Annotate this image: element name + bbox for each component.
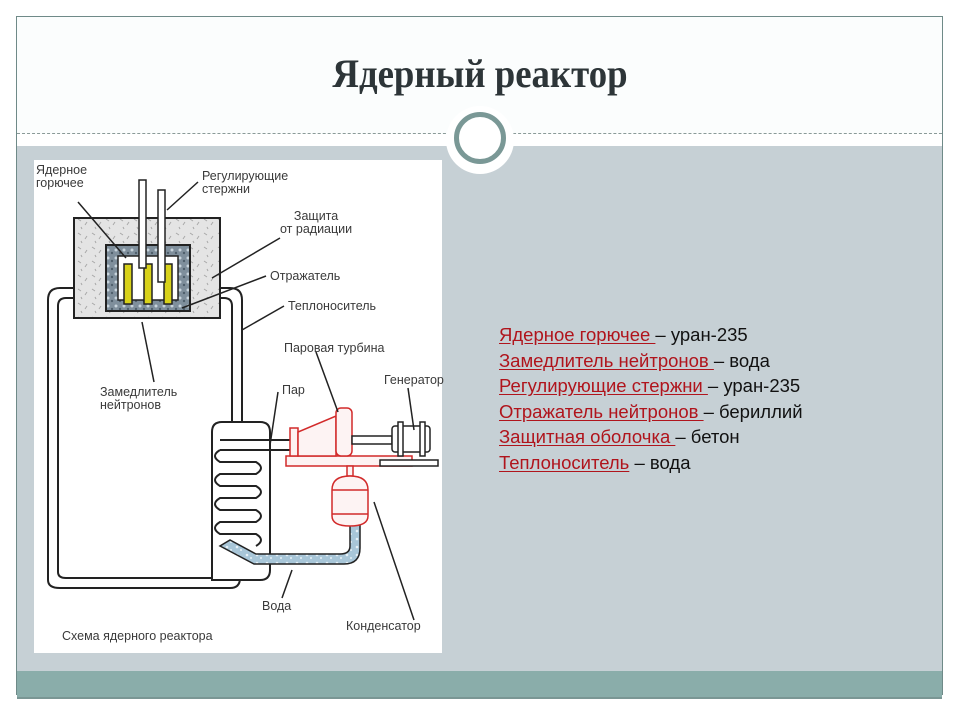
legend-value: – уран-235 [707,375,801,396]
label-control-rods-line1: Регулирующие [202,169,289,183]
fuel-rod [163,263,173,305]
label-moderator-line1: Замедлитель [100,385,178,399]
heat-exchanger-coil [214,449,262,547]
steam-pipe [220,439,290,451]
label-steam: Пар [282,383,305,397]
legend-item: Защитная оболочка – бетон [499,424,803,450]
label-control-rods: Регулирующие стержни [202,170,288,196]
legend-list: Ядерное горючее – уран-235 Замедлитель н… [499,322,803,475]
legend-value: – бетон [675,426,740,447]
turbine-shaft [351,435,393,445]
condenser [331,465,369,527]
generator [379,421,439,467]
legend-value: – уран-235 [655,324,748,345]
label-water: Вода [262,599,292,613]
label-shield-line2: от радиации [280,222,353,236]
label-moderator-line2: нейтронов [100,398,161,412]
legend-item: Регулирующие стержни – уран-235 [499,373,803,399]
legend-term-link[interactable]: Ядерное горючее [499,324,656,345]
slide-title: Ядерный реактор [332,51,628,96]
control-rod [157,189,166,283]
label-control-rods-line2: стержни [202,182,250,196]
label-condenser: Конденсатор [346,619,421,633]
label-coolant: Теплоноситель [288,299,377,313]
legend-term-link[interactable]: Защитная оболочка [499,426,676,447]
label-fuel-line2: горючее [36,176,84,190]
circle-ornament-icon [454,112,506,164]
legend-item: Отражатель нейтронов – бериллий [499,399,803,425]
label-generator: Генератор [384,373,444,387]
label-moderator: Замедлитель нейтронов [100,386,177,412]
legend-term-link[interactable]: Отражатель нейтронов [499,400,704,422]
reactor-diagram: Ядерное горючее Регулирующие стержни Защ… [34,160,444,653]
legend-value: – вода [629,451,691,473]
label-reflector: Отражатель [270,269,341,283]
label-shield: Защита от радиации [280,210,352,236]
leader-lines [77,181,415,621]
legend-term-link[interactable]: Теплоноситель [499,451,630,473]
label-turbine: Паровая турбина [284,341,385,355]
legend-item: Теплоноситель – вода [499,450,803,476]
label-fuel: Ядерное горючее [36,164,87,190]
fuel-rod [123,263,133,305]
legend-term-link[interactable]: Регулирующие стержни [499,375,708,396]
legend-item: Замедлитель нейтронов – вода [499,348,803,374]
control-rod [138,179,147,269]
reactor-schematic [47,179,439,621]
legend-value: – бериллий [703,400,803,422]
label-fuel-line1: Ядерное [36,163,88,177]
fuel-rod [143,263,153,305]
label-shield-line1: Защита [293,209,339,223]
legend-term-link[interactable]: Замедлитель нейтронов [499,349,714,371]
legend-item: Ядерное горючее – уран-235 [499,322,803,348]
footer-bar [17,671,942,699]
diagram-caption: Схема ядерного реактора [62,629,213,643]
legend-value: – вода [713,349,770,371]
